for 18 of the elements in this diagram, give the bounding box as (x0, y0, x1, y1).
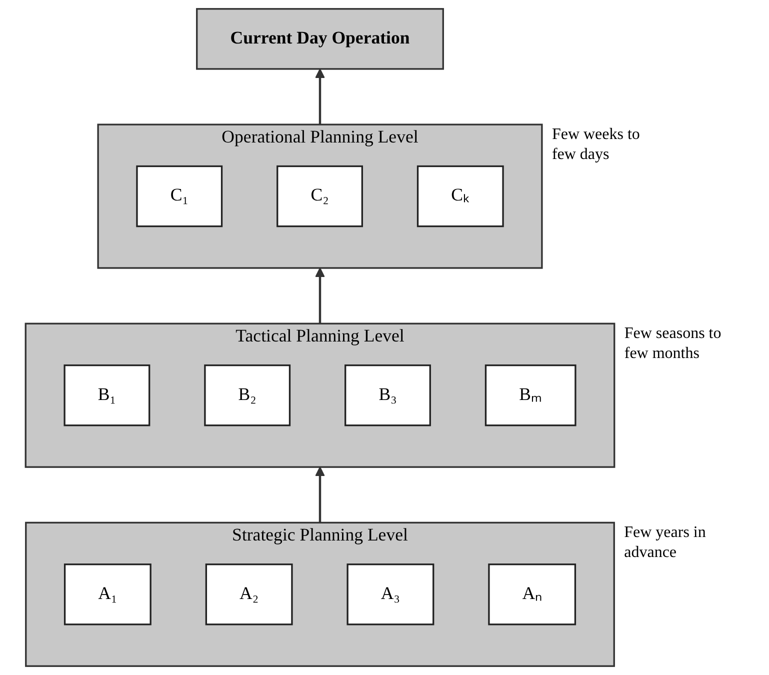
arrow (315, 68, 325, 125)
node-box: C₁ (136, 165, 223, 228)
time-horizon-note: Few weeks to few days (552, 124, 641, 166)
node-box: B₁ (64, 364, 150, 426)
node-box: Aₙ (488, 564, 576, 626)
time-horizon-note: Few years in advance (624, 522, 707, 564)
node-box: B₂ (204, 364, 291, 426)
node-box: Cₖ (416, 165, 504, 228)
arrow (315, 466, 325, 523)
node-box: Bₘ (484, 364, 576, 426)
arrow (315, 268, 325, 324)
node-box: A₁ (64, 564, 152, 626)
node-box: B₃ (344, 364, 431, 426)
node-box: A₂ (205, 564, 293, 626)
time-horizon-note: Few seasons to few months (624, 324, 722, 364)
node-box: A₃ (346, 564, 434, 626)
node-box: Current Day Operation (196, 8, 444, 70)
node-box: C₂ (276, 165, 363, 228)
